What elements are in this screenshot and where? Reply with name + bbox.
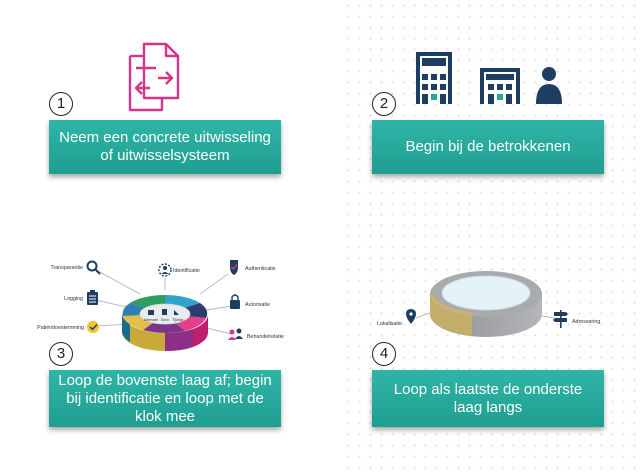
check-badge-icon [87,321,99,333]
signpost-icon [553,310,568,328]
step-1-text-box: Neem een concrete uitwisseling of uitwis… [49,120,281,174]
label-identificatie: Identificatie [173,268,200,274]
location-pin-icon [406,309,416,324]
label-adressering: Adressering [572,319,600,325]
step-2-text-box: Begin bij de betrokkenen [372,120,604,174]
step-3-panel: Adressen Bron Tijdstip [0,236,320,472]
padlock-icon [230,294,240,309]
bottom-layer-diagram: Lokalisatie Adressering [377,271,600,337]
step-3-number: 3 [49,342,73,366]
label-behandelrelatie: Behandelrelatie [247,334,284,340]
center-label-adressen: Adressen [144,318,159,322]
label-logging: Logging [64,296,83,302]
step-3-text-box: Loop de bovenste laag af; begin bij iden… [49,370,281,427]
top-layer-diagram: Adressen Bron Tijdstip [37,260,284,352]
label-authenticatie: Authenticatie [245,266,276,272]
step-1-number: 1 [49,92,73,116]
step-2-number: 2 [372,92,396,116]
clipboard-icon [87,290,98,305]
label-lokalisatie: Lokalisatie [377,321,402,327]
step-4-number: 4 [372,342,396,366]
shield-check-icon [230,260,238,275]
label-patientoestemming: Patiënttoestemming [37,325,84,331]
center-label-tijdstip: Tijdstip [173,318,184,322]
label-autorisatie: Autorisatie [245,302,270,308]
label-transparantie: Transparantie [51,265,84,271]
magnifier-icon [86,260,101,275]
step-4-panel: Lokalisatie Adressering 4 Loop als laats… [322,236,642,472]
document-exchange-icon [128,42,180,112]
user-id-icon [158,263,172,277]
step-2-panel: 2 Begin bij de betrokkenen [322,0,642,236]
step-4-text-box: Loop als laatste de onderste laag langs [372,370,604,427]
step-1-panel: 1 Neem een concrete uitwisseling of uitw… [0,0,320,236]
buildings-person-icon [416,52,562,104]
center-label-bron: Bron [161,318,168,322]
people-relation-icon [228,328,243,340]
